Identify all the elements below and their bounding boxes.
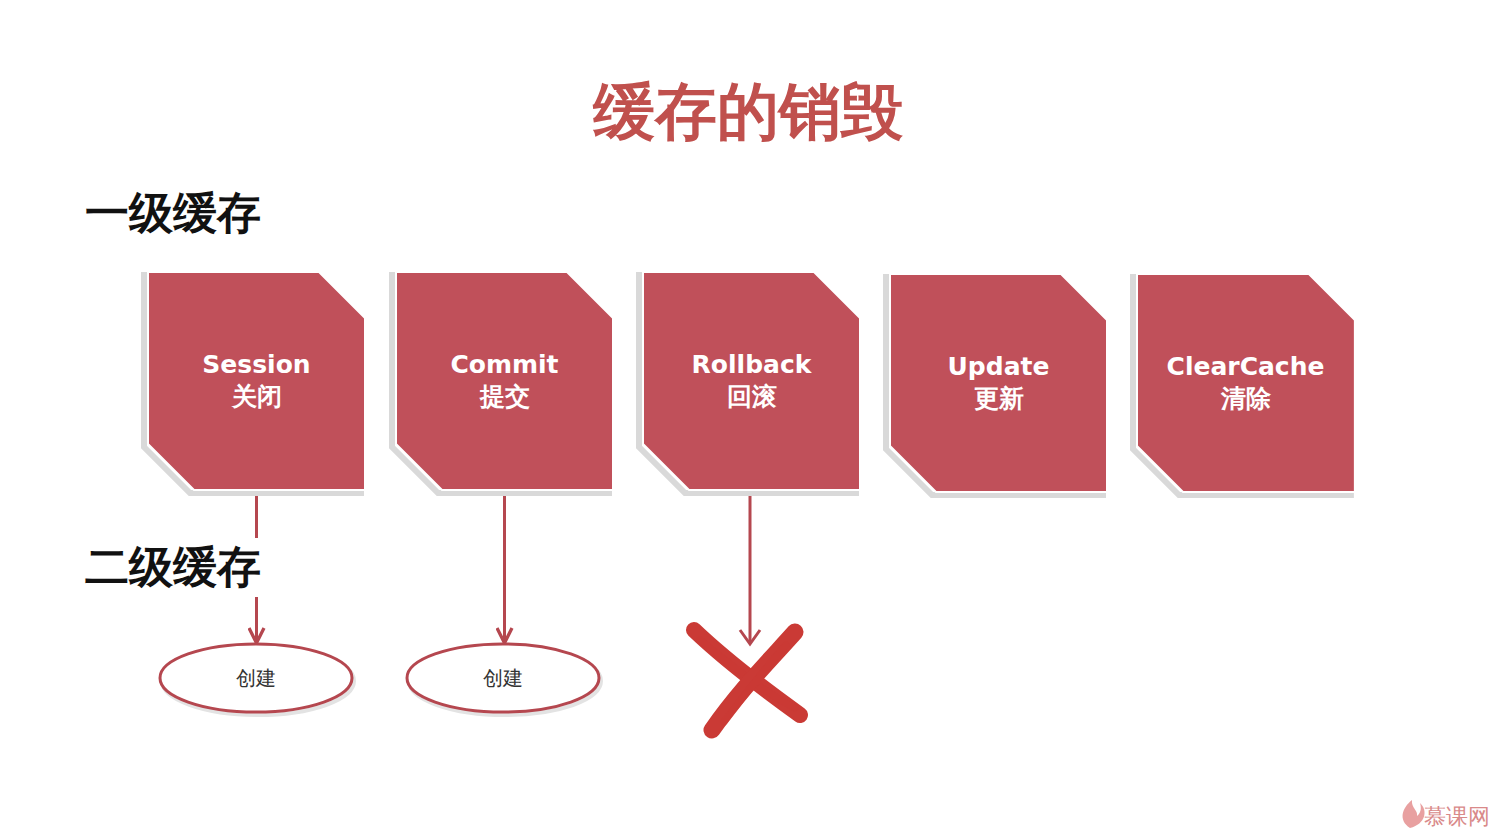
cache-level-label: 二级缓存 — [85, 538, 261, 597]
operation-caption: 回滚 — [727, 381, 777, 413]
operation-caption: 更新 — [974, 383, 1024, 415]
process-box: Rollback回滚 — [643, 272, 860, 490]
result-text: 创建 — [236, 666, 276, 690]
operation-name: Update — [948, 351, 1050, 383]
watermark: 慕课网 — [1424, 802, 1490, 832]
operation-name: ClearCache — [1167, 351, 1325, 383]
watermark-logo — [1403, 800, 1425, 828]
flow-arrow — [503, 491, 506, 643]
box-outline — [643, 272, 860, 490]
cross-mark — [694, 630, 800, 730]
operation-name: Rollback — [692, 349, 812, 381]
box-outline — [1137, 274, 1355, 492]
box-fill — [890, 274, 1107, 492]
box-outline — [396, 272, 613, 490]
box-fill — [396, 272, 613, 490]
result-text: 创建 — [483, 666, 523, 690]
operation-caption: 提交 — [480, 381, 530, 413]
process-box: Update更新 — [890, 274, 1107, 492]
box-fill — [1137, 274, 1355, 492]
ellipse-fill — [407, 644, 599, 712]
diagram-title: 缓存的销毁 — [593, 70, 903, 154]
operation-caption: 关闭 — [232, 381, 282, 413]
box-outline — [148, 272, 365, 490]
box-outline — [890, 274, 1107, 492]
operation-name: Commit — [450, 349, 558, 381]
process-box: ClearCache清除 — [1137, 274, 1355, 492]
cache-level-label: 一级缓存 — [85, 184, 261, 243]
operation-caption: 清除 — [1221, 383, 1271, 415]
result-ellipse: 创建 — [158, 642, 354, 714]
operation-name: Session — [202, 349, 310, 381]
box-fill — [643, 272, 860, 490]
rollback-arrow — [749, 492, 752, 642]
box-fill — [148, 272, 365, 490]
process-box: Session关闭 — [148, 272, 365, 490]
process-box: Commit提交 — [396, 272, 613, 490]
ellipse-fill — [160, 644, 352, 712]
rollback-arrowhead — [740, 630, 760, 644]
result-ellipse: 创建 — [405, 642, 601, 714]
